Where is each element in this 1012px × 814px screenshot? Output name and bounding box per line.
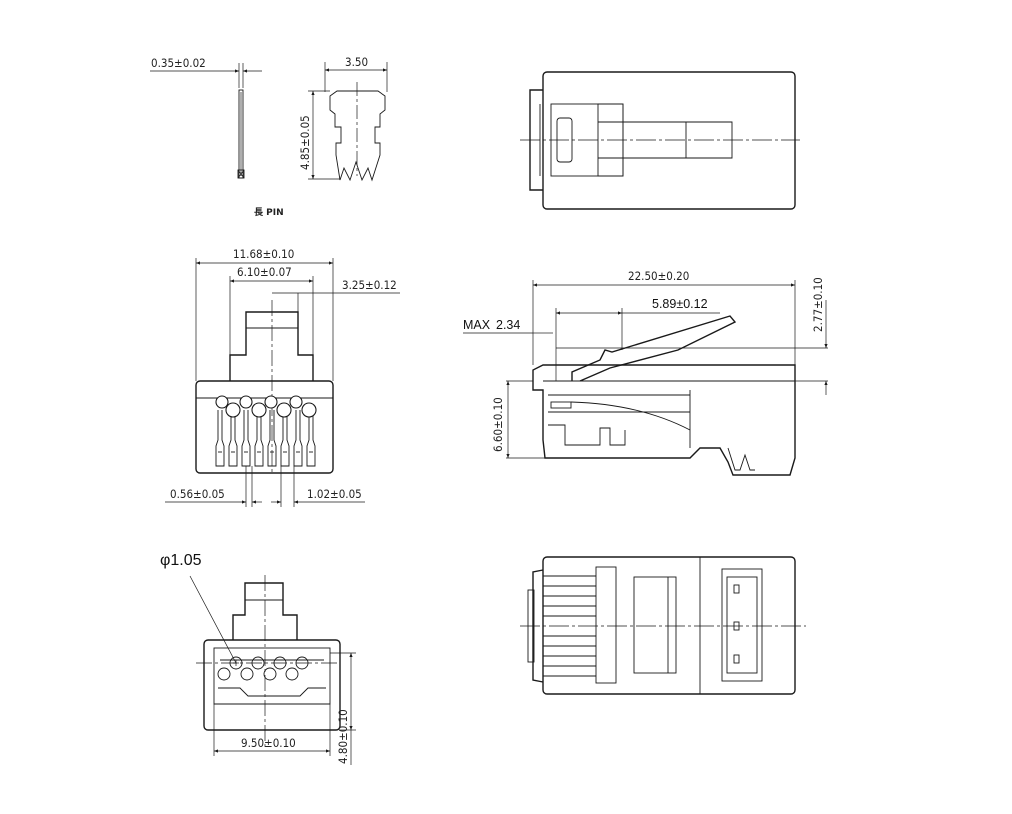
side-length-dimension: 22.50±0.20 <box>532 269 796 365</box>
end-width-label: 9.50±0.10 <box>241 736 296 750</box>
end-height-label: 4.80±0.10 <box>336 709 350 764</box>
side-latch-height-label: 2.77±0.10 <box>811 277 825 332</box>
front-pin-pitch-dimension: 1.02±0.05 <box>271 466 365 507</box>
front-width-label: 11.68±0.10 <box>233 247 294 261</box>
side-length-label: 22.50±0.20 <box>628 269 689 283</box>
pin-side-strip <box>237 89 245 179</box>
front-contact-pins <box>215 395 317 467</box>
side-view: 22.50±0.20 5.89±0.12 MAX 2.34 2.77±0.10 <box>463 269 828 476</box>
side-max-dimension: MAX 2.34 <box>463 318 553 334</box>
front-latch-offset-dimension: 3.25±0.12 <box>272 278 400 312</box>
pin-detail-view: 0.35±0.02 3.50 4.85±0.05 長 PIN <box>150 55 388 218</box>
side-latch-height-dimension: 2.77±0.10 <box>811 277 828 395</box>
side-max-value: 2.34 <box>496 318 520 332</box>
front-pin-width-label: 0.56±0.05 <box>170 487 225 501</box>
front-latch-width-label: 6.10±0.07 <box>237 265 292 279</box>
side-body-height-label: 6.60±0.10 <box>491 397 505 452</box>
pin-thickness-label: 0.35±0.02 <box>151 56 206 70</box>
front-latch-width-dimension: 6.10±0.07 <box>229 265 314 355</box>
side-latch-length-dimension: 5.89±0.12 <box>555 297 720 381</box>
end-height-dimension: 4.80±0.10 <box>330 652 356 765</box>
front-latch-offset-label: 3.25±0.12 <box>342 278 397 292</box>
front-view: 11.68±0.10 6.10±0.07 3.25±0.12 0.56±0.05 <box>165 247 400 507</box>
top-view <box>520 71 800 210</box>
end-width-dimension: 9.50±0.10 <box>213 704 331 756</box>
side-latch-length-label: 5.89±0.12 <box>652 297 708 311</box>
bottom-view <box>520 556 806 695</box>
pin-caption: 長 PIN <box>254 207 284 218</box>
pin-height-label: 4.85±0.05 <box>298 115 312 170</box>
bottom-contact-ribs <box>543 575 596 677</box>
front-width-dimension: 11.68±0.10 <box>195 247 334 381</box>
end-view: φ1.05 9.50±0.10 4.80±0.10 <box>160 552 356 765</box>
front-pin-pitch-label: 1.02±0.05 <box>307 487 362 501</box>
pin-thickness-dimension: 0.35±0.02 <box>150 56 262 88</box>
front-pin-width-dimension: 0.56±0.05 <box>165 466 262 507</box>
side-max-label: MAX <box>463 318 491 332</box>
pin-width-dimension: 3.50 <box>324 55 388 92</box>
pin-height-dimension: 4.85±0.05 <box>298 90 340 180</box>
pin-width-label: 3.50 <box>345 55 368 69</box>
end-hole-label: φ1.05 <box>160 552 202 569</box>
pin-blade-outline <box>329 82 386 182</box>
side-body-height-dimension: 6.60±0.10 <box>491 381 510 458</box>
